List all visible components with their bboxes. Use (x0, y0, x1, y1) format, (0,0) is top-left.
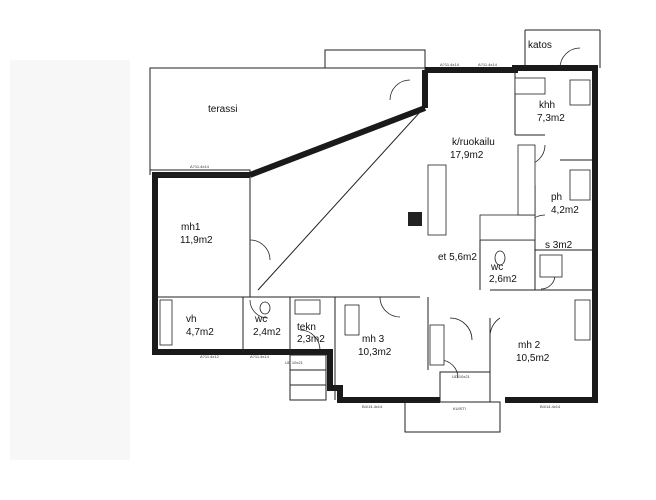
label-s: s 3m2 (545, 240, 573, 251)
label-wc1-name: wc (254, 314, 267, 325)
porch (404, 371, 501, 433)
label-ph-name: ph (551, 192, 562, 203)
mark-a4: A?11.4x14 (250, 354, 270, 359)
label-wc2-name: wc (490, 262, 503, 273)
label-khh-name: khh (539, 100, 555, 111)
label-wc1-area: 2,4m2 (253, 327, 281, 338)
mark-a5: A?11.4x14 (190, 164, 210, 169)
diagonal-line (257, 111, 421, 291)
mark-a3: A?11.4x12 (200, 354, 220, 359)
kitchen-fixtures (408, 77, 591, 241)
label-terassi: terassi (208, 104, 237, 115)
label-et: et 5,6m2 (438, 252, 477, 263)
label-ph-area: 4,2m2 (551, 205, 579, 216)
label-mh1-name: mh1 (181, 222, 201, 233)
mark-b1: B4/14.4x14 (362, 404, 383, 409)
scan-shade-left (10, 60, 130, 460)
mark-kuisti: KUISTI (453, 406, 466, 411)
mark-a1: A?11.4x14 (440, 62, 460, 67)
entrance-steps (289, 354, 327, 401)
label-kruokailu-name: k/ruokailu (452, 137, 495, 148)
wardrobes (344, 299, 591, 366)
katos-area (524, 29, 601, 69)
label-tekn-area: 2,3m2 (297, 334, 325, 345)
label-khh-area: 7,3m2 (537, 113, 565, 124)
mark-ud: UD 10x21 (285, 360, 304, 365)
label-mh2-area: 10,5m2 (516, 353, 550, 364)
label-vh-name: vh (186, 314, 197, 325)
label-wc2-area: 2,6m2 (489, 274, 517, 285)
bathroom-fixtures (159, 169, 591, 346)
label-mh3-area: 10,3m2 (358, 347, 392, 358)
mark-b2: B4/14.4x14 (540, 404, 561, 409)
mark-ud2: UD 10x21 (452, 374, 471, 379)
exterior-walls (152, 65, 598, 403)
label-mh2-name: mh 2 (518, 340, 541, 351)
mark-a2: A?11.4x14 (478, 62, 498, 67)
label-mh1-area: 11,9m2 (180, 235, 213, 246)
label-tekn-name: tekn (297, 322, 316, 333)
label-katos: katos (528, 40, 552, 51)
label-vh-area: 4,7m2 (186, 327, 214, 338)
label-kruokailu-area: 17,9m2 (450, 150, 484, 161)
label-mh3-name: mh 3 (362, 334, 385, 345)
